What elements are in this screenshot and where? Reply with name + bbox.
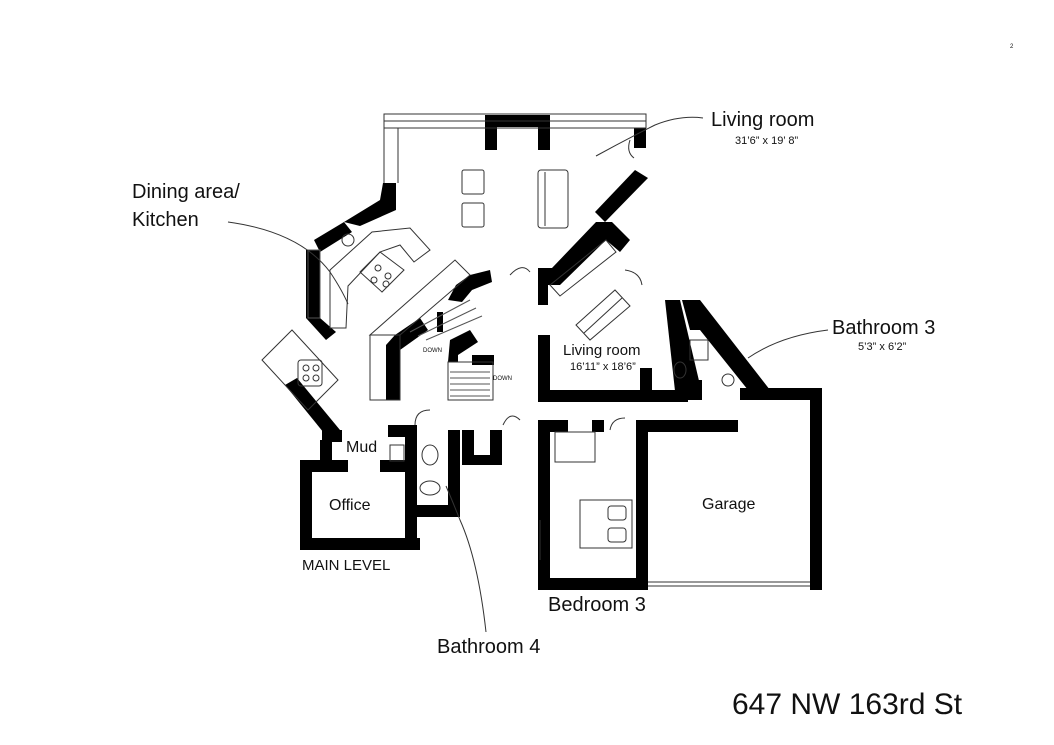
mud-sink [389, 444, 405, 462]
wall-segment [592, 420, 604, 432]
closet [554, 431, 596, 463]
armchair [461, 202, 485, 228]
wall-segment [595, 170, 648, 222]
living-room-label: Living room [711, 109, 815, 131]
hearth [549, 239, 617, 297]
level-label: MAIN LEVEL [302, 557, 391, 574]
wall-segment [636, 420, 648, 590]
wall-segment [810, 388, 822, 590]
living-room-2-dims: 16’11” x 18’6” [570, 361, 636, 373]
wall-segment [320, 440, 332, 460]
kitchen-counter [329, 227, 431, 329]
door-swing [414, 409, 431, 426]
stair-lower [447, 361, 494, 401]
wall-segment [306, 250, 320, 318]
wall-segment [285, 378, 340, 438]
stair-down-label-2: DOWN [493, 376, 512, 382]
fireplace-wall [485, 115, 550, 150]
thin-lines [227, 113, 829, 633]
bath4-sink [421, 444, 439, 466]
wall-segment [640, 368, 652, 390]
bed [579, 499, 633, 549]
wall-segment [405, 505, 460, 517]
page-marker: 2 [1010, 44, 1014, 50]
door-swing [509, 267, 531, 276]
door-swing [609, 417, 626, 431]
window-bay [261, 329, 339, 411]
stair-down-label-1: DOWN [423, 348, 442, 354]
wall-segment [636, 420, 738, 432]
wall-segment [538, 420, 568, 432]
wall-segment [388, 425, 406, 437]
kitchen-island [359, 251, 405, 293]
wall-segment [538, 420, 550, 590]
mud-label: Mud [346, 439, 378, 456]
door-swing [624, 269, 643, 286]
bedroom-3-label: Bedroom 3 [548, 594, 646, 616]
kitchen-label: Kitchen [132, 209, 199, 231]
wall-segment [306, 318, 336, 340]
wall-segment [322, 430, 342, 442]
office-label: Office [329, 497, 371, 514]
walls [285, 115, 822, 590]
armchair [461, 169, 485, 195]
stair-landing [369, 334, 401, 401]
wall-segment [300, 538, 420, 550]
wall-segment [538, 335, 550, 400]
dining-table [297, 359, 323, 387]
wall-segment [300, 460, 312, 545]
bathroom-3-dims: 5’3” x 6’2” [858, 341, 907, 353]
wall-segment [380, 460, 410, 472]
wall-segment [538, 578, 648, 590]
stair-treads [409, 299, 490, 397]
wall-segment [740, 388, 822, 400]
wall-segment [682, 300, 770, 395]
dining-area-label: Dining area/ [132, 181, 240, 203]
wall-segment [688, 380, 702, 400]
wall-segment [472, 355, 494, 365]
wall-segment [665, 300, 700, 400]
wall-segment [405, 425, 417, 540]
leader-bath3 [747, 329, 829, 359]
wall-segment [538, 222, 630, 305]
wall-segment [538, 390, 688, 402]
sofa [537, 169, 569, 229]
leader-kitchen [227, 221, 349, 305]
door-swing [628, 139, 635, 159]
bathroom-3-label: Bathroom 3 [832, 317, 936, 339]
wall-segment [490, 430, 502, 465]
wall-segment [344, 183, 396, 226]
door-swing [502, 415, 521, 426]
wall-segment [437, 312, 443, 332]
sofa-2 [575, 289, 631, 341]
wall-segment [634, 128, 646, 148]
wall-segment [462, 455, 502, 465]
living-room-dims: 31’6” x 19’ 8” [735, 135, 799, 147]
wall-segment [448, 430, 460, 515]
bath4-toilet [419, 480, 441, 496]
bath3-vanity [689, 339, 709, 361]
bathroom-4-label: Bathroom 4 [437, 636, 541, 658]
living-room-2-label: Living room [563, 342, 641, 359]
address-label: 647 NW 163rd St [732, 688, 963, 721]
wall-segment [448, 270, 492, 302]
garage-label: Garage [702, 496, 756, 513]
toilet [673, 361, 687, 379]
wall-segment [462, 430, 474, 460]
wall-segment [448, 330, 478, 362]
window-left [307, 249, 321, 319]
leader-bath4 [445, 485, 487, 633]
wall-segment [386, 318, 428, 400]
leader-living [595, 116, 704, 157]
sink-icon [341, 233, 355, 247]
wall-segment [314, 222, 352, 252]
